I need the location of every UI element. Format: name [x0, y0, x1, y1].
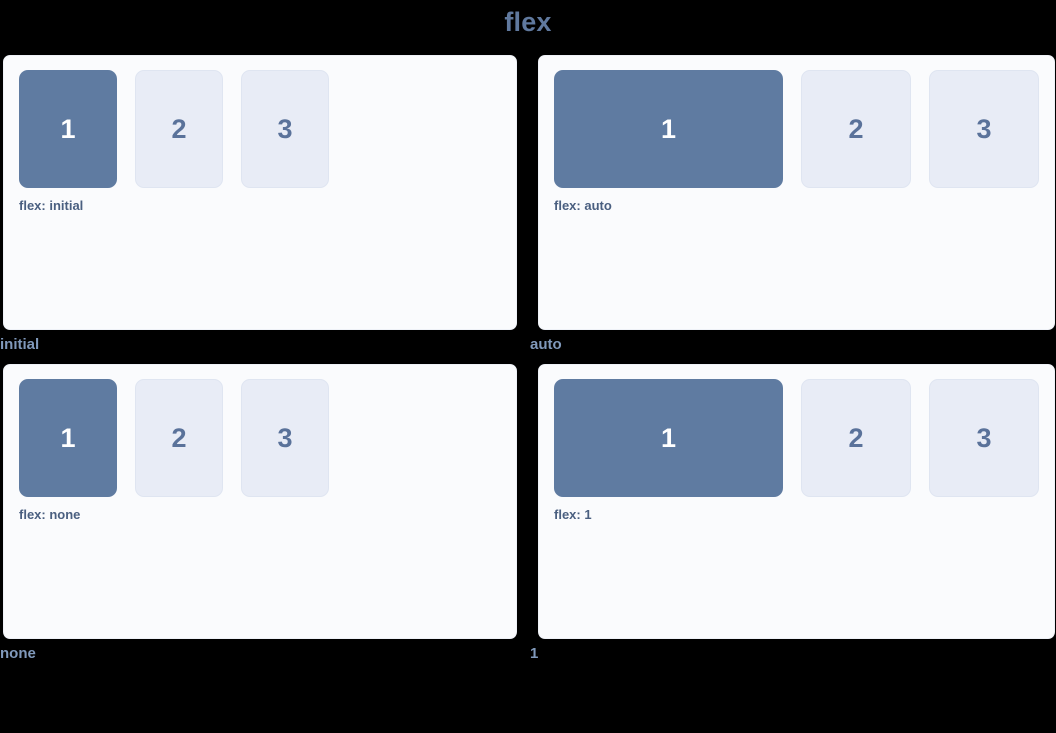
flex-container-none: 1 2 3: [19, 379, 501, 497]
flex-demo-panel-auto: 1 2 3 flex: auto: [538, 55, 1055, 330]
flex-item-1[interactable]: 1: [19, 379, 117, 497]
demo-cell-none: 1 2 3 flex: none none: [0, 364, 528, 663]
flex-demo-panel-initial: 1 2 3 flex: initial: [3, 55, 517, 330]
flex-demo-panel-one: 1 2 3 flex: 1: [538, 364, 1055, 639]
flex-item-3[interactable]: 3: [929, 379, 1039, 497]
flex-item-2[interactable]: 2: [135, 70, 223, 188]
flex-item-2[interactable]: 2: [135, 379, 223, 497]
flex-item-2[interactable]: 2: [801, 379, 911, 497]
demo-grid: 1 2 3 flex: initial initial 1 2 3 flex: …: [0, 55, 1056, 663]
page-title: flex: [504, 7, 552, 37]
flex-mode-label-auto: auto: [530, 336, 562, 353]
demo-cell-auto: 1 2 3 flex: auto auto: [528, 55, 1056, 354]
flex-item-1[interactable]: 1: [554, 379, 783, 497]
flex-item-3[interactable]: 3: [241, 379, 329, 497]
flex-demo-panel-none: 1 2 3 flex: none: [3, 364, 517, 639]
flex-item-1[interactable]: 1: [554, 70, 783, 188]
flex-caption-one: flex: 1: [554, 507, 592, 522]
flex-caption-auto: flex: auto: [554, 198, 612, 213]
flex-item-1[interactable]: 1: [19, 70, 117, 188]
flex-item-3[interactable]: 3: [929, 70, 1039, 188]
demo-row-top: 1 2 3 flex: initial initial 1 2 3 flex: …: [0, 55, 1056, 354]
flex-container-initial: 1 2 3: [19, 70, 501, 188]
flex-mode-label-initial: initial: [0, 336, 40, 353]
flex-mode-label-none: none: [0, 645, 36, 662]
flex-mode-label-one: 1: [530, 645, 539, 662]
flex-caption-none: flex: none: [19, 507, 81, 522]
flex-container-one: 1 2 3: [554, 379, 1039, 497]
flex-item-3[interactable]: 3: [241, 70, 329, 188]
demo-row-bottom: 1 2 3 flex: none none 1 2 3 flex: 1 1: [0, 364, 1056, 663]
flex-item-2[interactable]: 2: [801, 70, 911, 188]
flex-container-auto: 1 2 3: [554, 70, 1039, 188]
demo-cell-initial: 1 2 3 flex: initial initial: [0, 55, 528, 354]
demo-cell-one: 1 2 3 flex: 1 1: [528, 364, 1056, 663]
flex-caption-initial: flex: initial: [19, 198, 84, 213]
